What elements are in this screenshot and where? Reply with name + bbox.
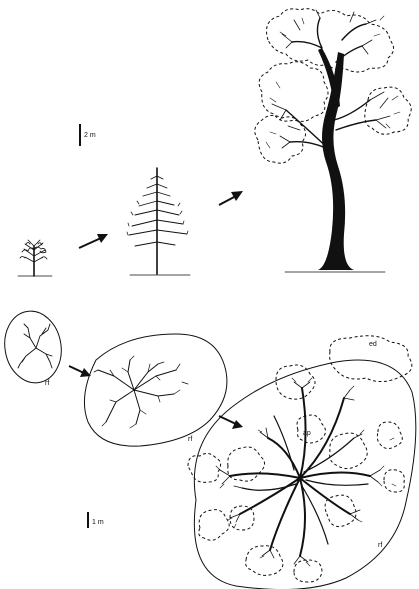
scale-label-bottom: 1 m	[92, 519, 104, 526]
crown-outline-top	[267, 9, 394, 72]
root-plan-medium: rf	[84, 334, 227, 446]
crown-outline-right	[365, 87, 411, 134]
arrow-growth-2	[219, 191, 243, 205]
scale-bar-top: 2 m	[80, 124, 96, 146]
arrow-growth-4	[219, 416, 243, 429]
scale-bar-bottom: 1 m	[88, 512, 104, 528]
arrow-growth-1	[79, 234, 108, 248]
label-rf-small: rf	[45, 380, 49, 387]
scale-label-top: 2 m	[84, 132, 96, 139]
label-rf-medium: rf	[188, 436, 192, 443]
crown-outline-left	[259, 62, 328, 122]
sapling-small	[18, 240, 52, 276]
crown-outline-lower-left	[255, 115, 306, 163]
root-plan-small: rf	[0, 307, 67, 388]
label-ed: ed	[369, 341, 377, 348]
tree-young	[127, 168, 190, 275]
root-plan-large: ed ap rf	[188, 336, 416, 589]
arrow-growth-3	[69, 366, 91, 377]
label-ap: ap	[303, 430, 311, 437]
tree-mature	[255, 9, 411, 272]
label-rf-large: rf	[378, 542, 382, 549]
